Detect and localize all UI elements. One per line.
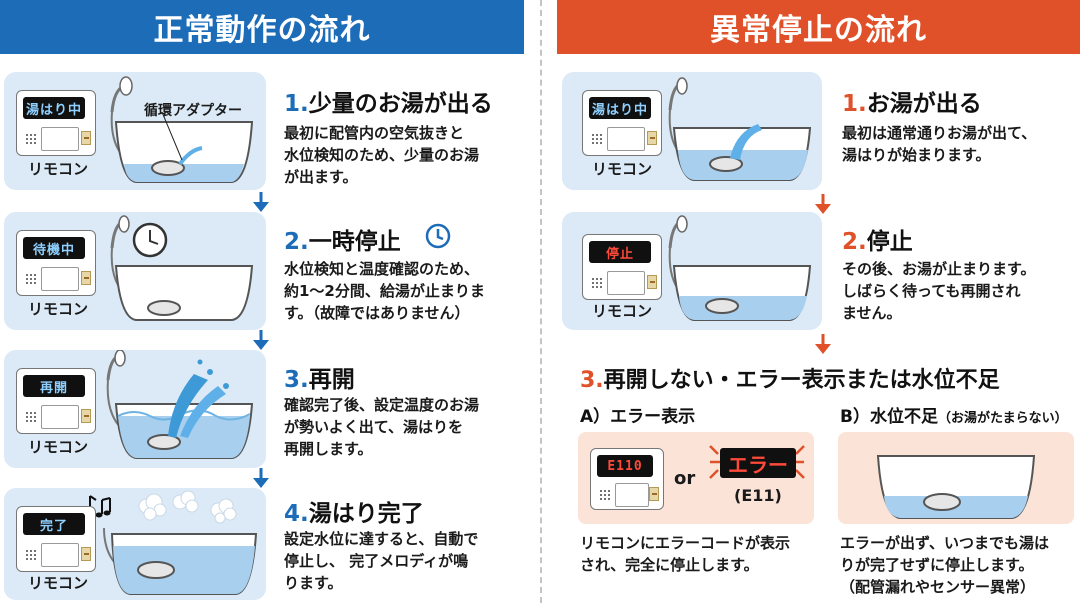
clock-icon <box>425 223 451 249</box>
down-arrow-icon <box>815 194 831 214</box>
bathtub-illustration <box>668 215 812 321</box>
case-a-description: リモコンにエラーコードが表示され、完全に停止します。 <box>580 534 791 574</box>
normal-step-2-title: 2.一時停止 <box>284 229 401 255</box>
remote-controller: 湯はり中 <box>582 90 662 156</box>
case-a-title: A）エラー表示 <box>580 407 696 427</box>
remote-controller: 湯はり中 <box>16 90 96 156</box>
bathtub-illustration <box>668 77 812 181</box>
remote-label: リモコン <box>28 160 89 178</box>
remote-screen: 完了 <box>23 513 85 535</box>
abnormal-step-2-illustration: 停止 リモコン <box>562 212 822 330</box>
normal-step-2-illustration: 待機中 リモコン <box>4 212 266 330</box>
case-b-illustration <box>838 432 1074 524</box>
remote-controller: 停止 <box>582 234 662 300</box>
abnormal-step-1-illustration: 湯はり中 リモコン <box>562 72 822 190</box>
down-arrow-icon <box>253 192 269 212</box>
remote-controller: 再開 <box>16 368 96 434</box>
normal-step-4-description: 設定水位に達すると、自動で停止し、 完了メロディが鳴ります。 <box>284 530 479 592</box>
bathtub-illustration <box>82 490 258 595</box>
remote-label: リモコン <box>28 300 89 318</box>
error-display: エラー <box>720 448 796 478</box>
normal-step-3-description: 確認完了後、設定温度のお湯が勢いよく出て、湯はりを再開します。 <box>284 396 480 458</box>
normal-step-4-title: 4.湯はり完了 <box>284 501 424 527</box>
remote-screen: 停止 <box>589 241 651 263</box>
error-code-label: (E11) <box>734 486 782 505</box>
remote-label: リモコン <box>28 438 89 456</box>
abnormal-step-1-description: 最初は通常通りお湯が出て、湯はりが始まります。 <box>842 124 1037 164</box>
normal-step-1-title: 1.少量のお湯が出る <box>284 91 493 117</box>
normal-step-3-title: 3.再開 <box>284 367 355 393</box>
normal-flow-header: 正常動作の流れ <box>0 0 524 54</box>
bathtub-illustration <box>110 76 254 183</box>
down-arrow-icon <box>253 468 269 488</box>
normal-step-2-description: 水位検知と温度確認のため、約1〜2分間、給湯が止まります。（故障ではありません） <box>284 260 485 322</box>
normal-step-1-description: 最初に配管内の空気抜きと水位検知のため、少量のお湯が出ます。 <box>284 124 480 186</box>
remote-controller: 待機中 <box>16 230 96 296</box>
abnormal-step-3-title: 3.再開しない・エラー表示または水位不足 <box>580 368 1000 393</box>
alert-burst-icon <box>709 445 805 479</box>
remote-controller: 完了 <box>16 506 96 572</box>
steam-icon <box>138 490 237 524</box>
case-a-illustration: E110 or エラー (E11) <box>578 432 814 524</box>
error-code-screen: E110 <box>597 455 653 477</box>
remote-label: リモコン <box>592 160 653 178</box>
case-b-title: B）水位不足（お湯がたまらない） <box>840 407 1068 427</box>
remote-screen: 再開 <box>23 375 85 397</box>
or-label: or <box>674 468 696 489</box>
normal-step-3-illustration: 再開 リモコン <box>4 350 266 468</box>
abnormal-step-1-title: 1.お湯が出る <box>842 91 982 117</box>
remote-controller: E110 <box>590 448 664 510</box>
remote-screen: 湯はり中 <box>589 97 651 119</box>
remote-screen: 待機中 <box>23 237 85 259</box>
center-divider <box>540 0 542 603</box>
adapter-label: 循環アダプター <box>144 103 242 119</box>
remote-label: リモコン <box>28 574 89 592</box>
normal-step-1-illustration: 湯はり中 リモコン 循環アダプター <box>4 72 266 190</box>
case-b-description: エラーが出ず、いつまでも湯はりが完了せずに停止します。（配管漏れやセンサー異常） <box>840 534 1049 596</box>
remote-label: リモコン <box>592 302 653 320</box>
normal-step-4-illustration: 完了 リモコン <box>4 488 266 600</box>
bathtub-illustration <box>106 350 254 459</box>
remote-screen: 湯はり中 <box>23 97 85 119</box>
down-arrow-icon <box>815 334 831 354</box>
bathtub-illustration <box>876 455 1036 519</box>
bathtub-illustration <box>110 215 254 321</box>
clock-icon <box>132 222 168 258</box>
shower-icon <box>119 76 133 96</box>
down-arrow-icon <box>253 330 269 350</box>
abnormal-step-2-title: 2.停止 <box>842 229 913 255</box>
abnormal-step-2-description: その後、お湯が止まります。しばらく待っても再開されません。 <box>842 260 1036 322</box>
abnormal-flow-header: 異常停止の流れ <box>557 0 1080 54</box>
